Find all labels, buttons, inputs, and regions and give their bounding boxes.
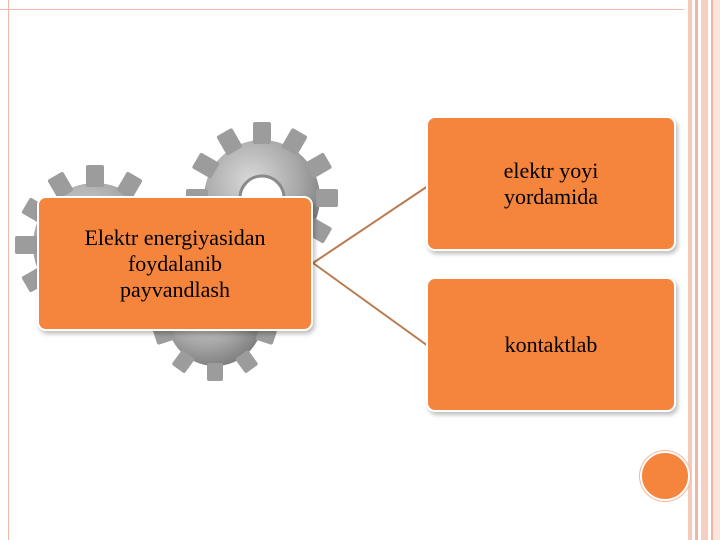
child-node-electric-arc: elektr yoyi yordamida (426, 116, 676, 251)
child-node-label: kontaktlab (505, 332, 598, 358)
child-node-label: elektr yoyi yordamida (504, 158, 599, 210)
child-node-contact: kontaktlab (426, 277, 676, 412)
decorative-circle (640, 451, 690, 501)
root-node-label: Elektr energiyasidan foydalanib payvandl… (84, 225, 265, 303)
root-node: Elektr energiyasidan foydalanib payvandl… (37, 196, 313, 331)
